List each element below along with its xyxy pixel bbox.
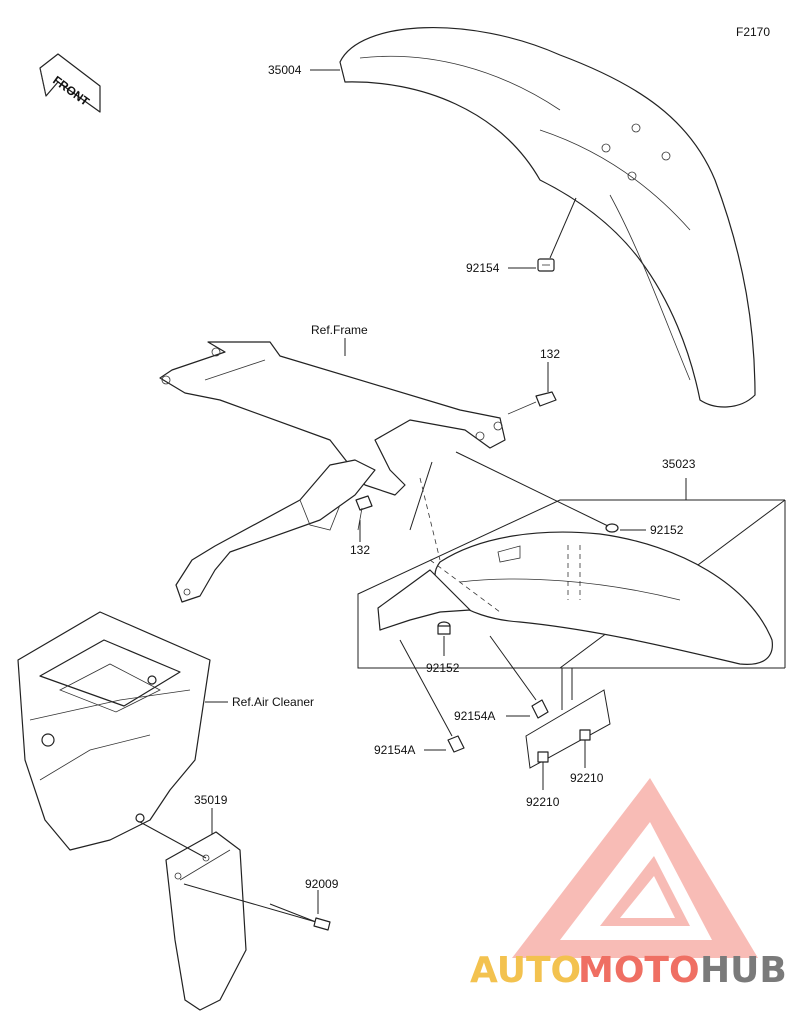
subframe-shape xyxy=(159,341,506,603)
label-92154a-right: 92154A xyxy=(454,709,495,723)
figure-code: F2170 xyxy=(736,25,770,39)
collar-92152-right-icon xyxy=(605,523,619,533)
front-fender-shape xyxy=(339,27,756,408)
label-92009: 92009 xyxy=(305,877,339,891)
label-35004: 35004 xyxy=(268,63,302,77)
air-cleaner-shape xyxy=(17,611,211,851)
label-92210-left: 92210 xyxy=(526,795,560,809)
label-132-bottom: 132 xyxy=(350,543,370,557)
label-92154: 92154 xyxy=(466,261,500,275)
nut-92210-right-icon xyxy=(579,729,591,741)
collar-92152-left-icon xyxy=(437,621,451,635)
front-arrow-icon xyxy=(39,53,101,113)
rear-fender-shape xyxy=(377,531,773,665)
label-ref-frame: Ref.Frame xyxy=(311,323,368,337)
watermark-auto: AUTO xyxy=(470,950,581,991)
watermark-moto: MOTO xyxy=(578,950,700,991)
label-35019: 35019 xyxy=(194,793,228,807)
bolt-92154a-right-icon xyxy=(531,699,549,719)
bolt-132-top-icon xyxy=(507,391,557,415)
nut-92210-left-icon xyxy=(537,751,549,763)
label-92152-right: 92152 xyxy=(650,523,684,537)
mud-flap-shape xyxy=(165,831,247,1011)
bolt-92154a-left-icon xyxy=(447,735,465,753)
bolt-132-bottom-icon xyxy=(355,495,373,531)
label-92210-right: 92210 xyxy=(570,771,604,785)
label-35023: 35023 xyxy=(662,457,696,471)
watermark-logo-icon xyxy=(512,778,758,958)
bolt-92154-icon xyxy=(537,258,555,272)
label-ref-air-cleaner: Ref.Air Cleaner xyxy=(232,695,314,709)
watermark-hub: HUB xyxy=(700,950,787,991)
watermark-text: AUTO MOTO HUB xyxy=(470,950,787,991)
nut-plate-group xyxy=(525,668,611,769)
label-92152-left: 92152 xyxy=(426,661,460,675)
label-132-top: 132 xyxy=(540,347,560,361)
label-92154a-left: 92154A xyxy=(374,743,415,757)
screw-92009-icon xyxy=(313,917,331,931)
